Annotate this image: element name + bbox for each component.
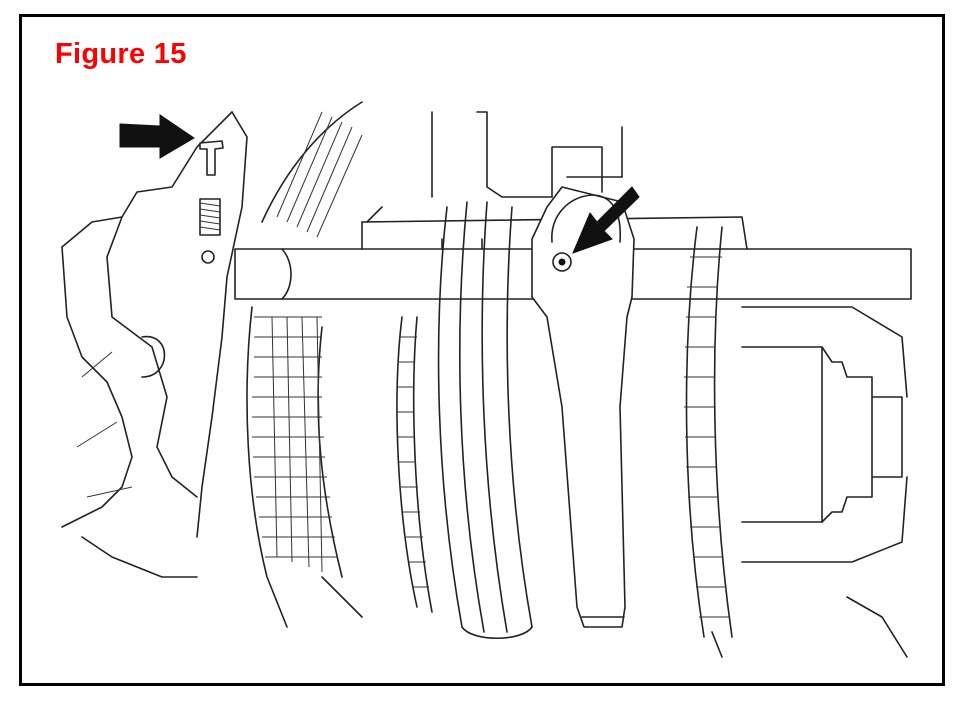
arrow-icon (119, 114, 195, 159)
synchro-sleeve (396, 201, 533, 640)
fork-rod (361, 206, 748, 250)
figure-title: Figure 15 (55, 38, 187, 70)
bolt (199, 140, 224, 264)
output-shaft (741, 306, 908, 658)
transmission-illustration (61, 101, 912, 658)
housing (61, 111, 248, 578)
helical-gear (246, 101, 363, 628)
arrow-icon (572, 186, 640, 254)
gear-ring (684, 226, 733, 658)
transmission-case (431, 111, 623, 198)
shift-fork (531, 186, 635, 628)
